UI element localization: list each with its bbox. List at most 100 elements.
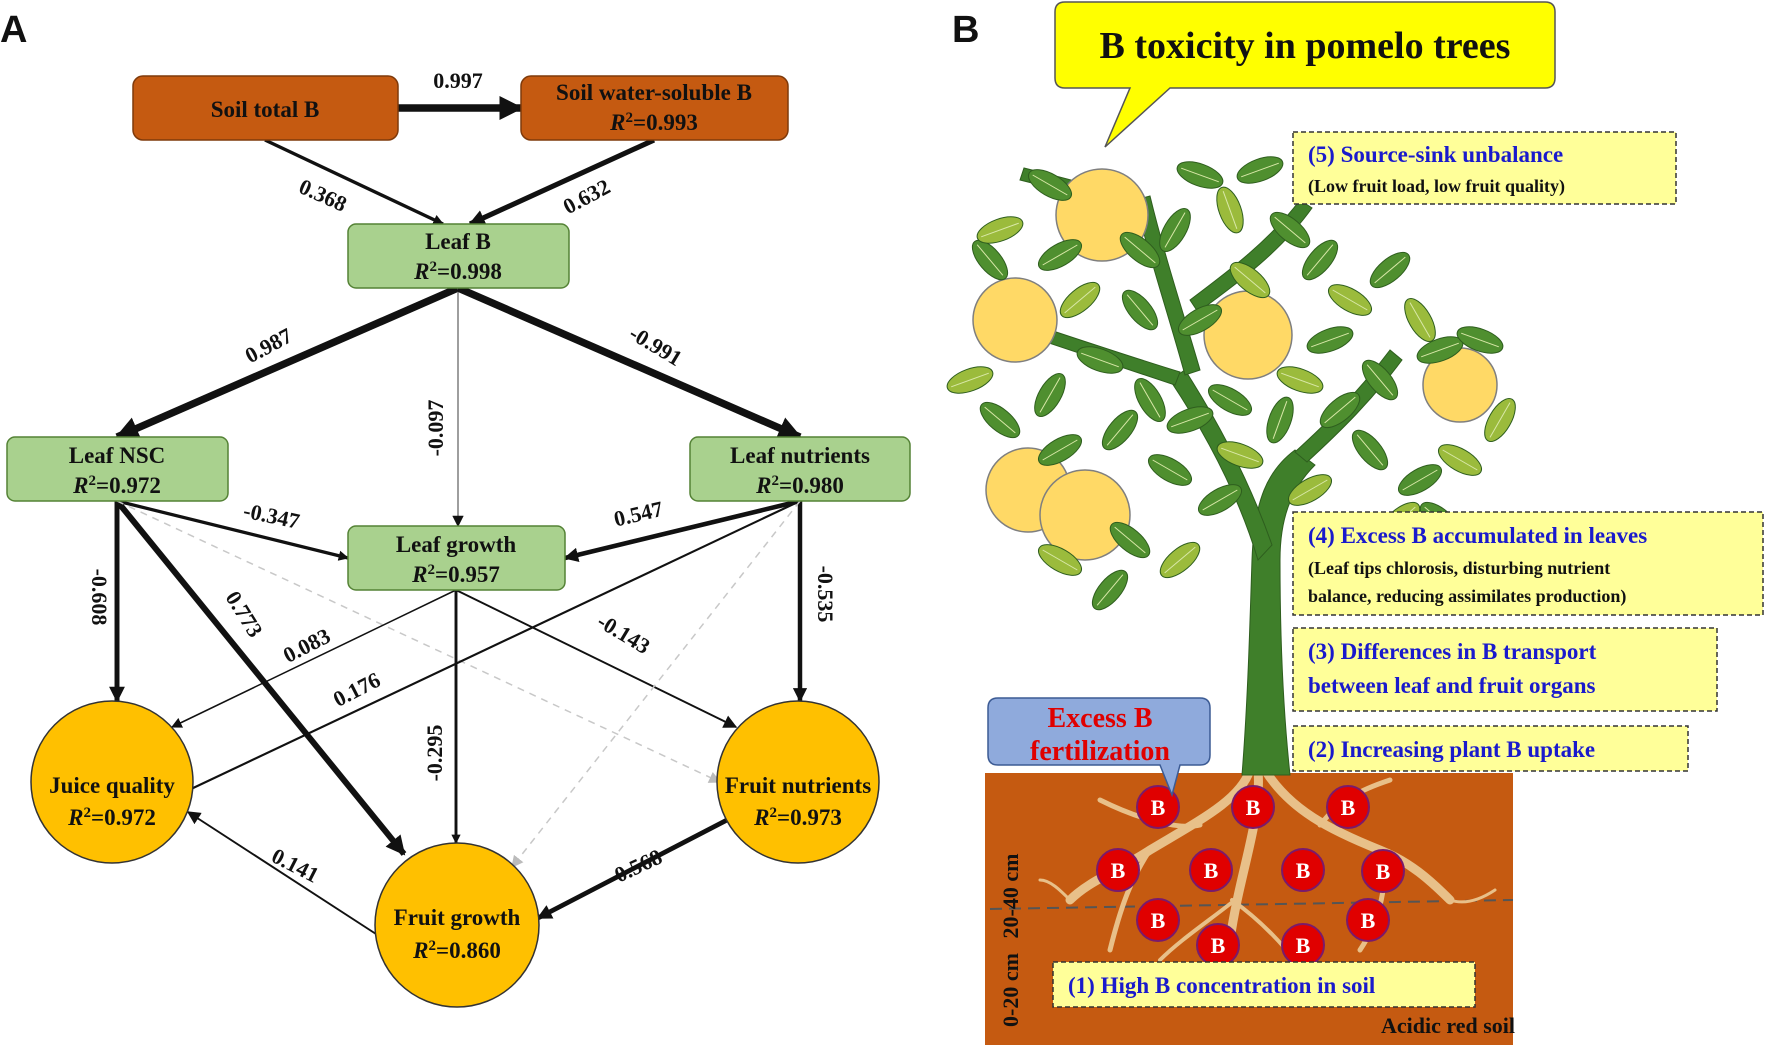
path-arrow-leaf-nsc-to-fruit-growth bbox=[114, 499, 407, 856]
fertilization-callout: Excess B fertilization bbox=[987, 697, 1211, 798]
leaf-vein bbox=[1306, 244, 1334, 276]
node-label: Leaf B bbox=[425, 229, 491, 254]
leaf-vein bbox=[1164, 546, 1196, 574]
leaf-vein bbox=[1081, 352, 1119, 368]
boron-particle: B bbox=[1136, 785, 1180, 829]
callout-shape bbox=[1054, 1, 1556, 148]
coef-label: 0.547 bbox=[611, 496, 665, 531]
leaf-vein bbox=[1356, 434, 1384, 466]
leaf-vein bbox=[1409, 302, 1431, 338]
note-sub: balance, reducing assimilates production… bbox=[1308, 586, 1626, 607]
node-label: Fruit growth bbox=[394, 905, 521, 930]
node-label: Fruit nutrients bbox=[725, 773, 871, 798]
node-r2: R2=0.957 bbox=[411, 562, 500, 587]
coef-label: -0.295 bbox=[422, 725, 447, 782]
note-title: (5) Source-sink unbalance bbox=[1308, 142, 1563, 167]
coef-label: 0.368 bbox=[295, 174, 350, 217]
leaf-vein bbox=[1064, 286, 1096, 314]
node-r2: R2=0.973 bbox=[753, 805, 842, 830]
leaf-vein bbox=[1241, 162, 1279, 178]
path-arrow-soil-total-b-to-leaf-b bbox=[264, 138, 444, 226]
svg-text:B: B bbox=[1111, 858, 1126, 883]
svg-text:B: B bbox=[1341, 795, 1356, 820]
fertilization-line1: Excess B bbox=[1048, 703, 1153, 734]
coef-label: -0.097 bbox=[423, 400, 448, 457]
boron-particle: B bbox=[1281, 923, 1325, 967]
node-leaf-nsc: Leaf NSC R2=0.972 bbox=[6, 436, 229, 502]
boron-particle: B bbox=[1346, 898, 1390, 942]
node-juice-quality: Juice quality R2=0.972 bbox=[30, 700, 194, 864]
depth-label-top: 20-40 cm bbox=[998, 854, 1023, 939]
leaf-vein bbox=[1421, 342, 1459, 358]
panel-b-label: B bbox=[952, 9, 979, 51]
path-arrow-leaf-nutrients-to-leaf-growth bbox=[563, 498, 801, 562]
leaf-vein bbox=[1152, 459, 1188, 481]
note-sub: (Leaf tips chlorosis, disturbing nutrien… bbox=[1308, 558, 1610, 579]
node-r2: R2=0.972 bbox=[72, 473, 161, 498]
note-title: (4) Excess B accumulated in leaves bbox=[1308, 523, 1647, 548]
svg-text:B: B bbox=[1211, 933, 1226, 958]
boron-particle: B bbox=[1189, 848, 1233, 892]
leaf-vein bbox=[1032, 174, 1068, 196]
leaf-vein bbox=[1292, 479, 1328, 501]
node-box bbox=[347, 223, 570, 289]
boron-particle: B bbox=[1281, 848, 1325, 892]
leaf-vein bbox=[976, 244, 1004, 276]
soil-layer-divider bbox=[989, 899, 1514, 910]
node-r2: R2=0.980 bbox=[755, 473, 844, 498]
leaf-vein bbox=[1489, 402, 1511, 438]
note-2: (2) Increasing plant B uptake bbox=[1292, 725, 1689, 772]
path-arrow-soil-water-b-to-leaf-b bbox=[468, 137, 656, 227]
boron-particle: B bbox=[1096, 848, 1140, 892]
leaf-vein bbox=[1039, 377, 1061, 413]
node-label: Leaf nutrients bbox=[730, 443, 870, 468]
node-label: Leaf NSC bbox=[69, 443, 165, 468]
svg-text:B: B bbox=[1151, 908, 1166, 933]
coef-label: -0.347 bbox=[241, 498, 302, 534]
panel-a-label: A bbox=[0, 9, 27, 51]
note-5: (5) Source-sink unbalance (Low fruit loa… bbox=[1292, 131, 1677, 205]
node-fruit-growth: Fruit growth R2=0.860 bbox=[374, 842, 540, 1008]
node-circle bbox=[30, 700, 194, 864]
note-sub: (Low fruit load, low fruit quality) bbox=[1308, 176, 1565, 197]
node-r2: R2=0.993 bbox=[609, 110, 698, 135]
node-circle bbox=[716, 700, 880, 864]
node-leaf-nutrients: Leaf nutrients R2=0.980 bbox=[689, 436, 911, 502]
soil-type-label: Acidic red soil bbox=[1381, 1013, 1515, 1038]
leaf-vein bbox=[951, 372, 989, 388]
boron-particle: B bbox=[1196, 923, 1240, 967]
coef-label: 0.176 bbox=[329, 667, 384, 712]
node-box bbox=[132, 75, 399, 141]
node-box bbox=[520, 75, 789, 141]
leaf-vein bbox=[1096, 574, 1124, 606]
boron-particle: B bbox=[1231, 785, 1275, 829]
svg-text:B: B bbox=[1296, 858, 1311, 883]
svg-text:B: B bbox=[1246, 795, 1261, 820]
node-label: Juice quality bbox=[49, 773, 175, 798]
depth-label-bottom: 0-20 cm bbox=[998, 953, 1023, 1027]
coef-label: 0.997 bbox=[433, 68, 483, 93]
leaf-vein bbox=[1332, 289, 1368, 311]
node-r2: R2=0.860 bbox=[412, 938, 501, 963]
note-title: (1) High B concentration in soil bbox=[1068, 973, 1375, 998]
leaf-vein bbox=[1221, 447, 1259, 463]
note-title: (3) Differences in B transport bbox=[1308, 639, 1597, 664]
path-arrow-leaf-growth-to-juice-quality bbox=[171, 589, 457, 728]
node-circle bbox=[374, 842, 540, 1008]
node-r2: R2=0.998 bbox=[413, 259, 502, 284]
tree-leaves bbox=[946, 156, 1516, 611]
path-arrow-fruit-nutrients-to-fruit-growth bbox=[536, 817, 729, 921]
leaf-vein bbox=[981, 222, 1019, 238]
leaf-vein bbox=[1042, 244, 1078, 266]
node-box bbox=[347, 525, 566, 591]
leaf-vein bbox=[1181, 167, 1219, 183]
svg-text:B: B bbox=[1151, 795, 1166, 820]
svg-text:B: B bbox=[1361, 908, 1376, 933]
callout-title: B toxicity in pomelo trees bbox=[1100, 25, 1511, 67]
svg-text:B: B bbox=[1204, 858, 1219, 883]
coef-label: -0.568 bbox=[604, 844, 666, 891]
leaf-vein bbox=[1311, 332, 1349, 348]
leaf-vein bbox=[1042, 439, 1078, 461]
path-arrow-leaf-b-to-leaf-nutrients bbox=[456, 284, 803, 441]
